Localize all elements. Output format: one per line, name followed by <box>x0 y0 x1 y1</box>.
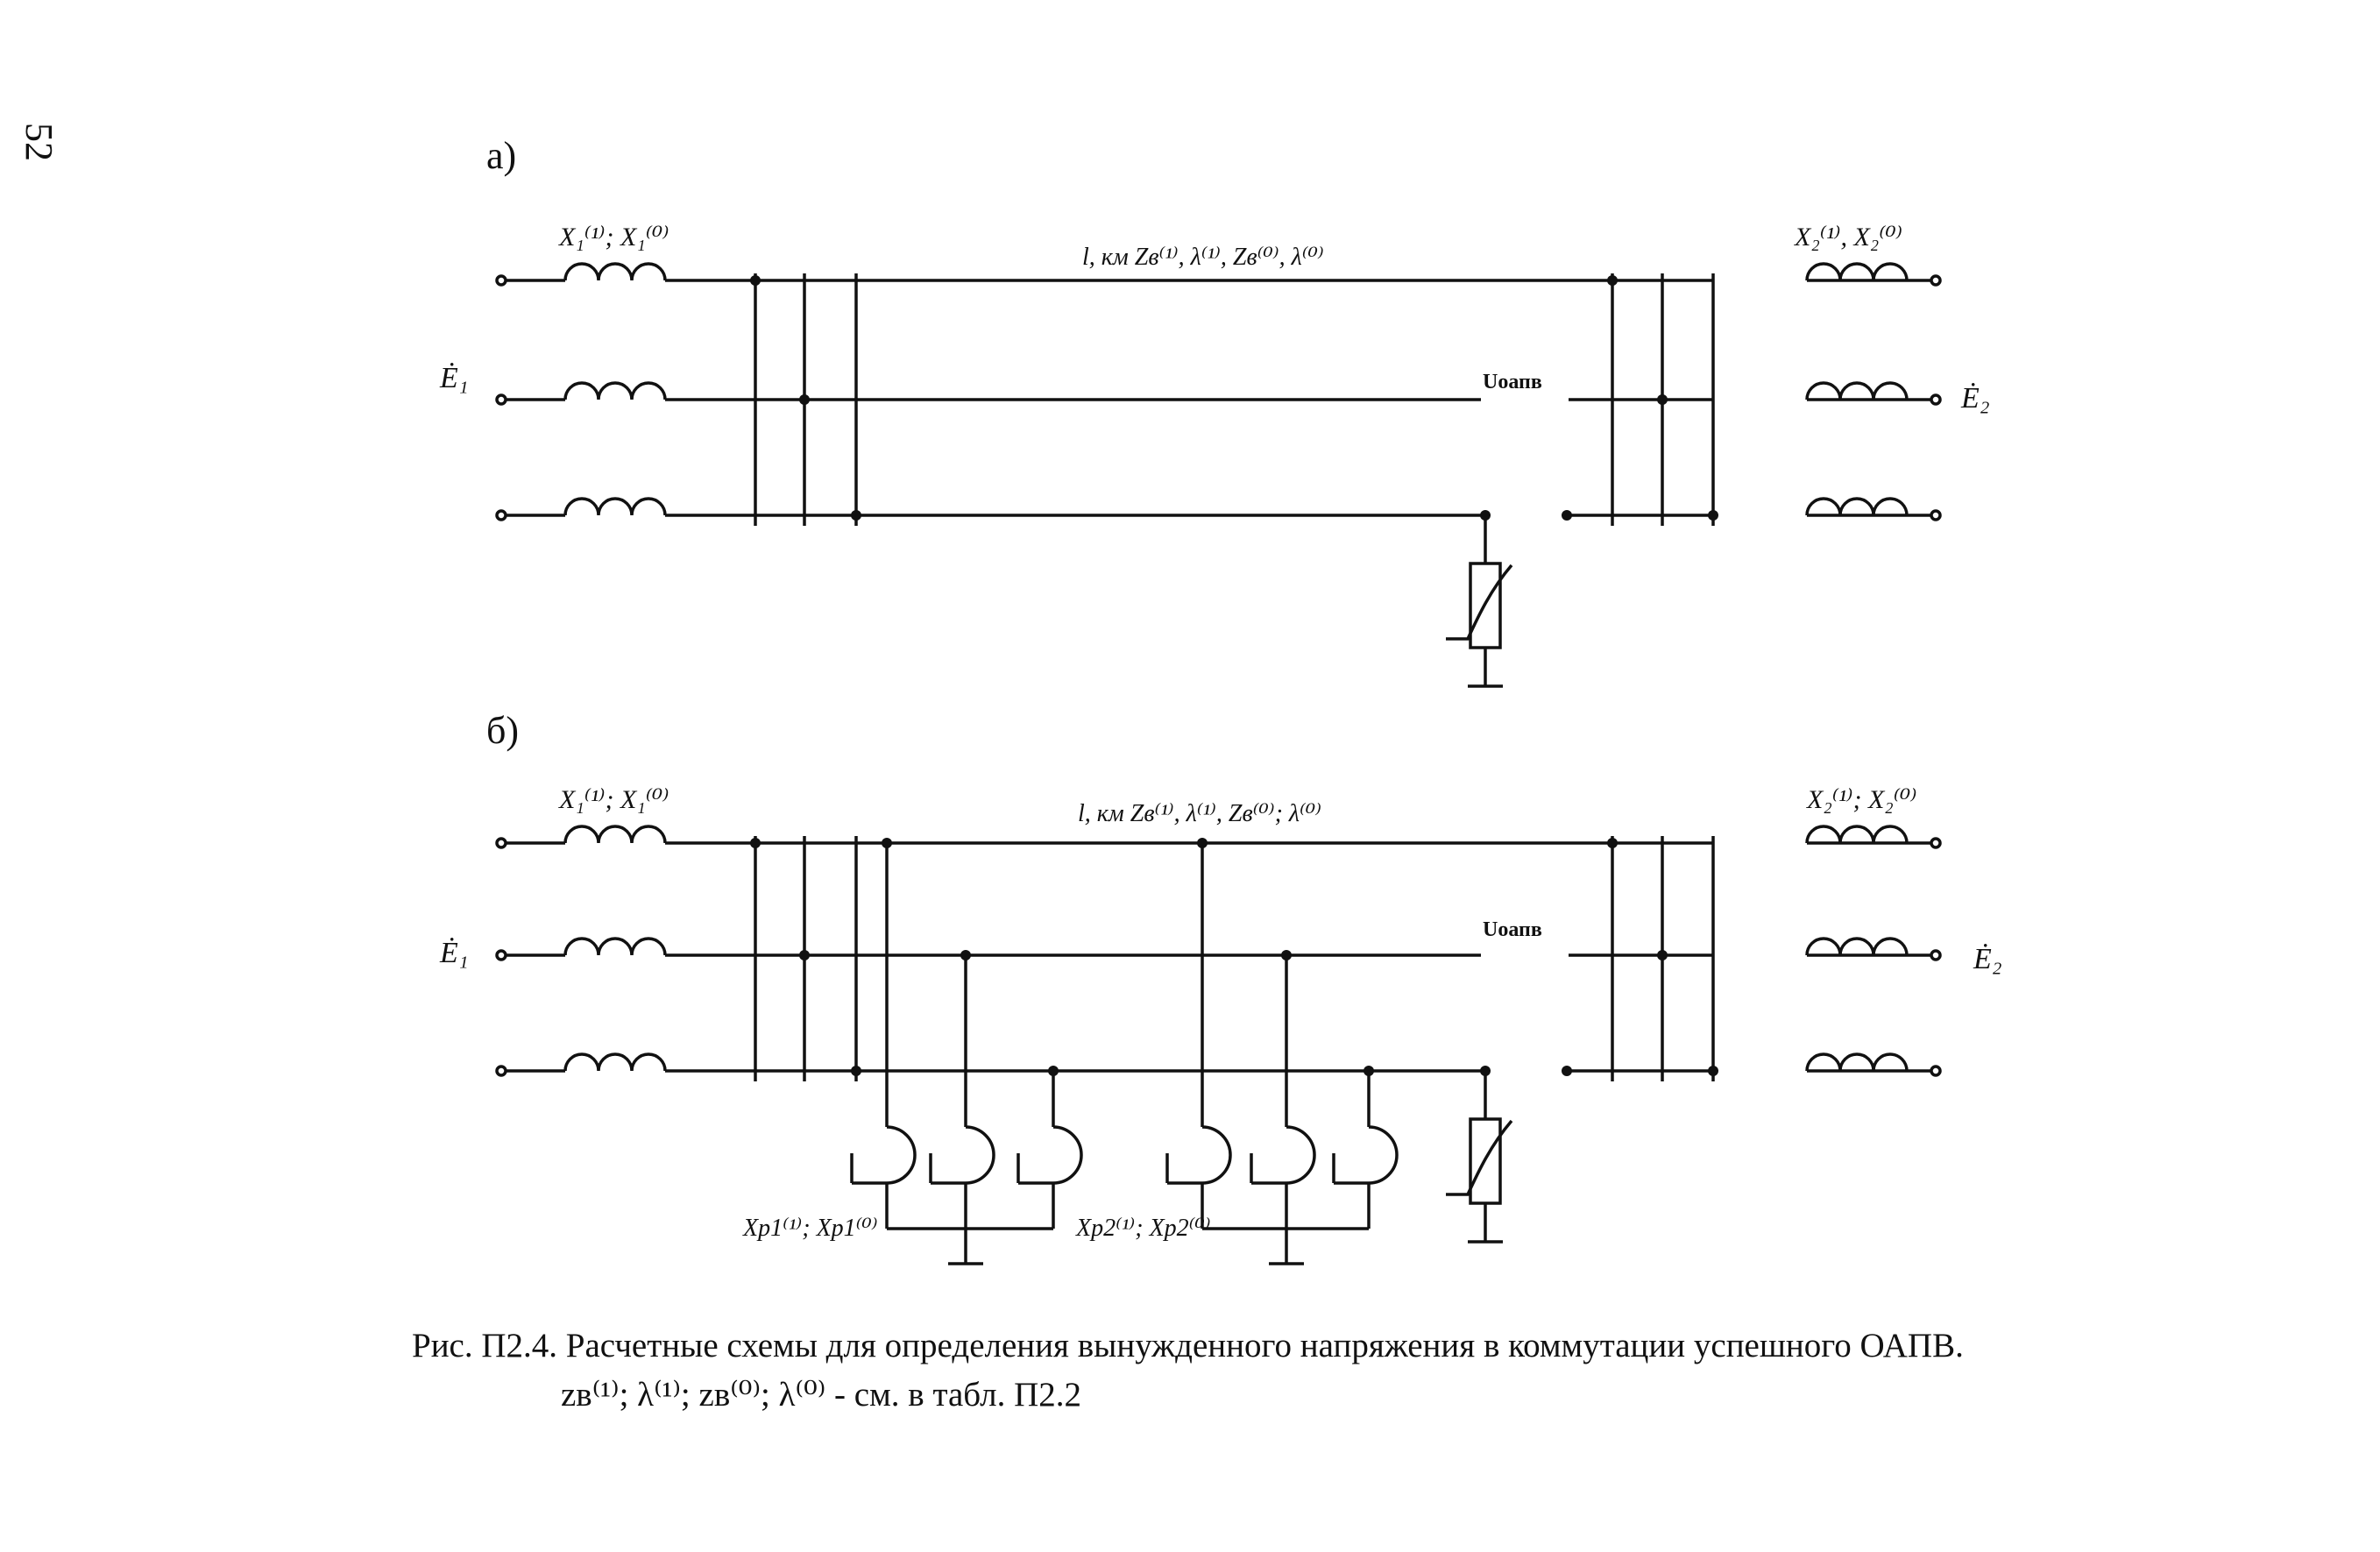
right-terminal <box>1930 949 1942 961</box>
caption-line-1: Рис. П2.4. Расчетные схемы для определен… <box>412 1327 1964 1364</box>
panel-a-voltage: Uоапв <box>1483 371 1542 393</box>
reactor-tap <box>1197 838 1208 848</box>
panel-b-source2-reactance: X₂⁽¹⁾; X₂⁽⁰⁾ <box>1806 785 1917 814</box>
panel-a-line-params: l, км Zв⁽¹⁾, λ⁽¹⁾, Zв⁽⁰⁾, λ⁽⁰⁾ <box>1082 244 1324 271</box>
source1-coil <box>563 497 667 516</box>
source2-coil <box>1805 825 1909 844</box>
node-dot <box>1708 510 1718 521</box>
right-terminal <box>1930 274 1942 287</box>
right-terminal <box>1930 837 1942 849</box>
panel-b-line-params: l, км Zв⁽¹⁾, λ⁽¹⁾, Zв⁽⁰⁾; λ⁽⁰⁾ <box>1078 800 1321 827</box>
source2-coil <box>1805 381 1909 400</box>
left-terminal <box>495 837 507 849</box>
reactor-tap <box>1281 950 1292 960</box>
node-dot <box>750 275 761 286</box>
wires <box>495 262 1942 1265</box>
left-terminal <box>495 1065 507 1077</box>
panel-a-tag: а) <box>486 134 516 177</box>
panel-b-voltage: Uоапв <box>1483 918 1542 941</box>
left-terminal <box>495 274 507 287</box>
source2-coil <box>1805 937 1909 956</box>
node-dot <box>851 1066 861 1076</box>
node-dot <box>750 838 761 848</box>
left-terminal <box>495 393 507 406</box>
open-phase-dot <box>1562 1066 1572 1076</box>
panel-a-source2-reactance: X₂⁽¹⁾, X₂⁽⁰⁾ <box>1794 223 1902 252</box>
reactor-tap <box>882 838 892 848</box>
shunt-reactor-coil <box>929 1125 995 1185</box>
panel-a-source1-reactance: X₁⁽¹⁾; X₁⁽⁰⁾ <box>558 223 669 252</box>
source1-coil <box>563 825 667 844</box>
reactor-tap <box>1048 1066 1059 1076</box>
panel-b-tag: б) <box>486 709 519 752</box>
source2-coil <box>1805 497 1909 516</box>
source2-coil <box>1805 1052 1909 1072</box>
source1-coil <box>563 262 667 281</box>
nodes <box>750 275 1718 1076</box>
open-phase-dot <box>1480 1066 1491 1076</box>
right-terminal <box>1930 509 1942 521</box>
source2-coil <box>1805 262 1909 281</box>
node-dot <box>1607 275 1618 286</box>
reactor-tap <box>1364 1066 1374 1076</box>
caption-line-2: zв⁽¹⁾; λ⁽¹⁾; zв⁽⁰⁾; λ⁽⁰⁾ - см. в табл. П… <box>561 1376 1082 1414</box>
panel-b-reactor2-label: Xp2⁽¹⁾; Xp2⁽⁰⁾ <box>1075 1215 1211 1242</box>
shunt-reactor-coil <box>1165 1125 1232 1185</box>
shunt-reactor-coil <box>1250 1125 1316 1185</box>
source1-coil <box>563 937 667 956</box>
node-dot <box>1607 838 1618 848</box>
panel-b-emf2: Ė₂ <box>1973 943 2002 975</box>
node-dot <box>1657 394 1668 405</box>
left-terminal <box>495 509 507 521</box>
panel-a-emf2: Ė₂ <box>1960 382 1990 415</box>
shunt-reactor-coil <box>1016 1125 1083 1185</box>
node-dot <box>799 394 810 405</box>
node-dot <box>799 950 810 960</box>
surge-arrester-curve <box>1446 1119 1513 1196</box>
open-phase-dot <box>1562 510 1572 521</box>
panel-b-emf1: Ė₁ <box>439 937 469 969</box>
left-terminal <box>495 949 507 961</box>
surge-arrester-curve <box>1446 563 1513 641</box>
source1-coil <box>563 381 667 400</box>
open-phase-dot <box>1480 510 1491 521</box>
panel-b-reactor1-label: Xp1⁽¹⁾; Xp1⁽⁰⁾ <box>742 1215 878 1242</box>
shunt-reactor-coil <box>1332 1125 1399 1185</box>
node-dot <box>1708 1066 1718 1076</box>
reactor-tap <box>960 950 971 960</box>
source1-coil <box>563 1052 667 1072</box>
panel-b-source1-reactance: X₁⁽¹⁾; X₁⁽⁰⁾ <box>558 785 669 814</box>
panel-a-emf1: Ė₁ <box>439 362 469 394</box>
right-terminal <box>1930 1065 1942 1077</box>
shunt-reactor-coil <box>850 1125 917 1185</box>
figure-caption: Рис. П2.4. Расчетные схемы для определен… <box>412 1322 1964 1420</box>
node-dot <box>1657 950 1668 960</box>
node-dot <box>851 510 861 521</box>
right-terminal <box>1930 393 1942 406</box>
